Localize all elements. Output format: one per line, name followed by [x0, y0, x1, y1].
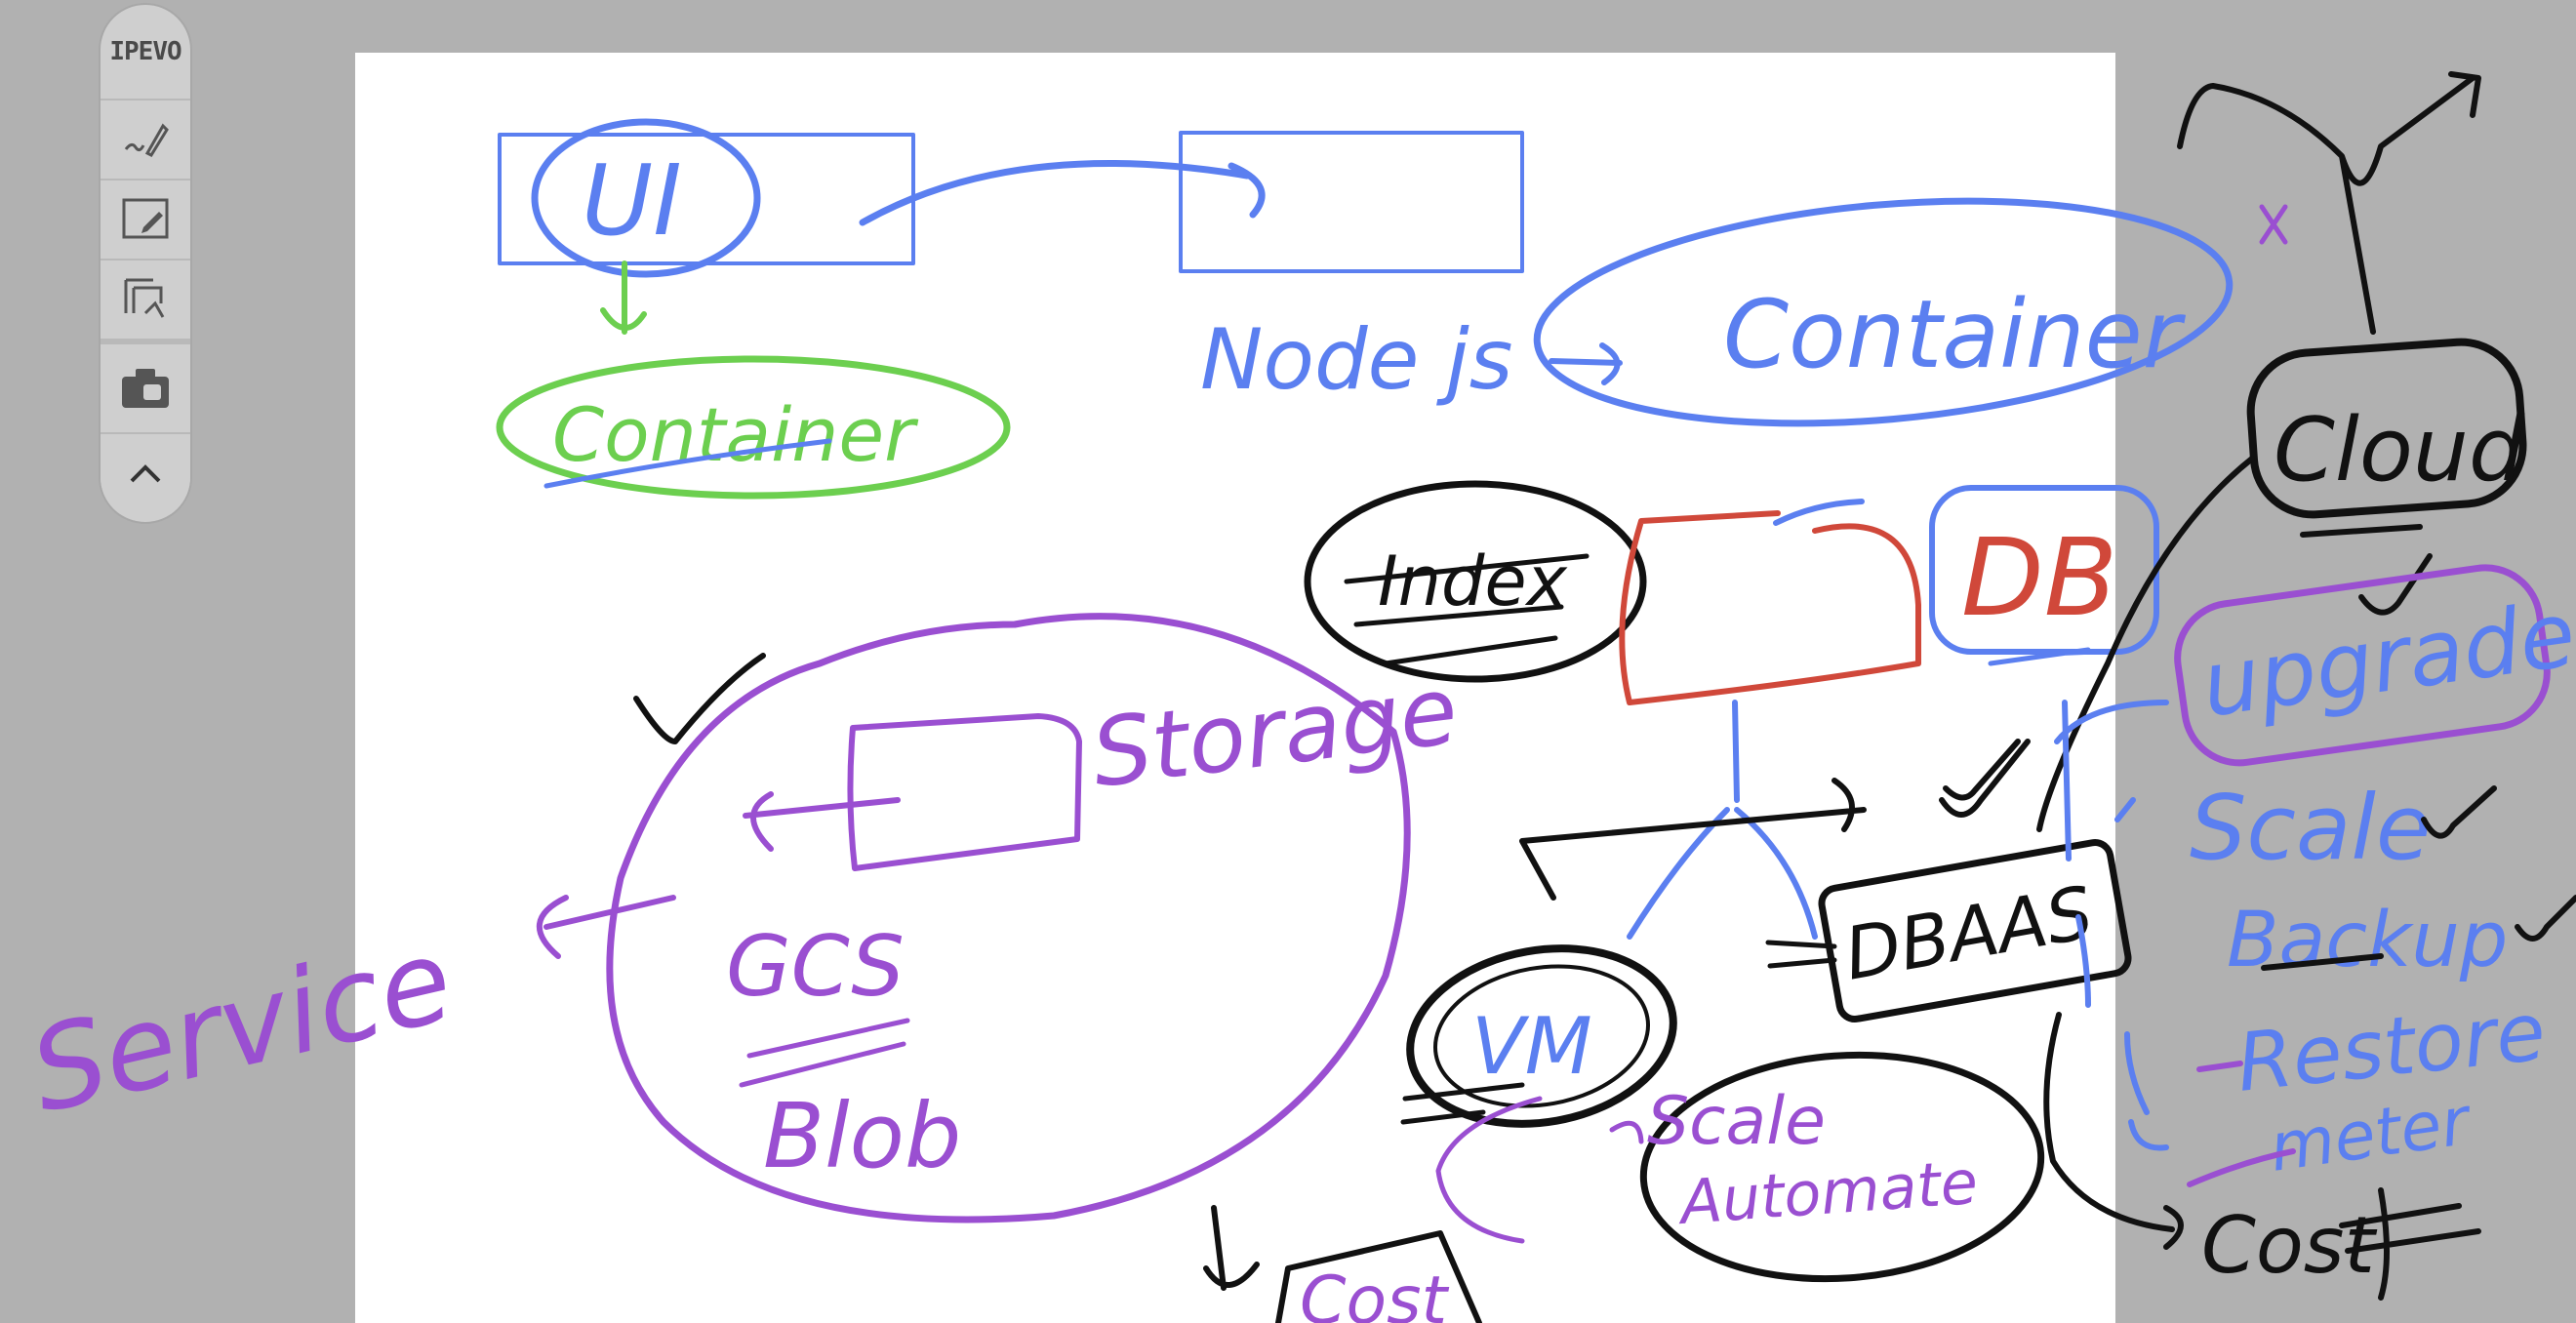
- collapse-toolbar-button[interactable]: [101, 432, 190, 514]
- service-label: Service: [19, 912, 463, 1140]
- camera-icon: [122, 369, 169, 408]
- storage-inner-box: [847, 713, 1082, 871]
- storage-blob-outline: [606, 613, 1411, 1223]
- cloud-underline: [2300, 524, 2423, 538]
- automate-label: Automate: [1674, 1146, 1980, 1238]
- container-blue-ellipse: [1533, 197, 2234, 427]
- node-box-group: Node js: [859, 131, 1623, 409]
- blue-connector: [1773, 499, 1865, 526]
- storage-tick: [633, 653, 766, 744]
- checkmark-scale: [2421, 785, 2497, 839]
- backup-label: Backup: [2227, 897, 2508, 984]
- db-label: DB: [1961, 515, 2117, 640]
- vm-label: VM: [1471, 1001, 1592, 1092]
- cloud-label: Cloud: [2274, 399, 2525, 501]
- camera-tool-button[interactable]: [101, 339, 190, 432]
- antenna: [2177, 71, 2481, 335]
- service-arrow: [537, 895, 676, 959]
- scale-arrow: [1435, 1096, 1644, 1244]
- container-blue-group: Container: [1533, 197, 2234, 427]
- db-group: DB: [1619, 485, 2159, 705]
- capture-area-icon: [124, 278, 165, 318]
- container-green-ellipse: [496, 355, 1011, 500]
- checkmark-backup: [2515, 895, 2576, 942]
- infra-group: VM Scale Automate Cost DBAAS: [1203, 700, 2132, 1323]
- dbaas-link: [1765, 940, 1837, 969]
- gcs-underline: [739, 1018, 910, 1088]
- checkmark-cloud: [2358, 553, 2433, 616]
- checkmark-middle: [1939, 739, 2031, 818]
- blob-label: Blob: [763, 1084, 961, 1188]
- index-strike: [1344, 553, 1590, 666]
- cost-right-label: Cost: [2201, 1200, 2377, 1291]
- cost-branch: [2043, 1012, 2184, 1250]
- index-group: Index: [1304, 480, 1647, 683]
- ui-to-container-arrow: [600, 261, 647, 335]
- nodejs-arrow: [1549, 342, 1623, 385]
- restore-dash: [2196, 1061, 2243, 1072]
- red-box: [1619, 510, 1921, 705]
- cloud-branch: [2036, 456, 2255, 832]
- nodejs-label: Node js: [1200, 311, 1512, 409]
- vm-strike: [1400, 1082, 1525, 1125]
- upgrade-label: upgrade: [2195, 581, 2576, 737]
- dbaas-box: [1818, 839, 2132, 1022]
- x-mark: [2259, 204, 2288, 245]
- ipevo-toolbar: IPEVO: [99, 3, 192, 524]
- restore-label: Restore: [2233, 985, 2550, 1110]
- blue-branches: [2054, 700, 2169, 1151]
- cost-strike: [2339, 1187, 2481, 1301]
- meter-dash: [2187, 1148, 2296, 1187]
- black-bracket: [1519, 778, 1867, 901]
- cost-bottom-label: Cost: [1300, 1263, 1450, 1323]
- scale-blue-label: Scale: [2190, 776, 2432, 880]
- cloud-group: Cloud upgrade Scale Backup Restore meter…: [2036, 71, 2576, 1301]
- cloud-box: [2246, 338, 2527, 519]
- pen-tool-button[interactable]: [101, 99, 190, 179]
- capture-area-tool-button[interactable]: [101, 259, 190, 339]
- ui-to-node-arrow: [859, 160, 1266, 226]
- dbaas-label: DBAAS: [1838, 871, 2099, 997]
- container-blue-label: Container: [1723, 280, 2187, 389]
- container-green-group: Container: [496, 355, 1011, 500]
- automate-ellipse: [1639, 1051, 2045, 1283]
- annotate-tool-button[interactable]: [101, 179, 190, 259]
- container-underline: [543, 438, 832, 489]
- db-underline: [1988, 647, 2099, 666]
- gcs-label: GCS: [726, 918, 905, 1016]
- storage-arrow-left: [743, 791, 901, 852]
- upgrade-box: [2174, 564, 2551, 767]
- vm-ellipse: [1406, 944, 1677, 1128]
- ui-box-group: UI: [498, 118, 915, 335]
- storage-group: Storage GCS Blob Service: [19, 613, 1464, 1223]
- ipevo-logo: IPEVO: [109, 37, 181, 66]
- cost-arrow-down: [1203, 1205, 1260, 1291]
- ui-circle: [531, 118, 761, 278]
- pen-icon: [124, 123, 169, 157]
- ui-label: UI: [582, 143, 682, 258]
- chevron-up-icon: [130, 464, 161, 483]
- checkmark-dbaas: [1943, 739, 2021, 801]
- annotate-icon: [122, 198, 169, 239]
- node-box: [1179, 131, 1524, 273]
- scale-purple-label: Scale: [1647, 1083, 1826, 1160]
- cost-box-bottom: [1275, 1230, 1482, 1323]
- backup-strike: [2261, 953, 2384, 971]
- vm-ellipse-inner: [1432, 964, 1651, 1108]
- container-green-label: Container: [552, 391, 919, 478]
- index-ellipse: [1304, 480, 1647, 683]
